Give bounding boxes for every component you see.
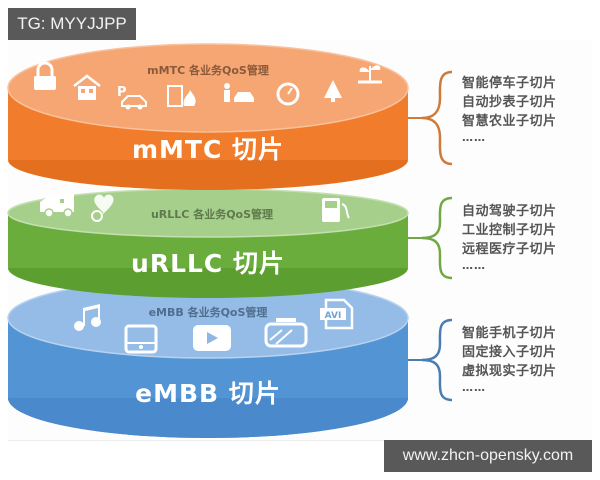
urllc-subtitle: uRLLC 各业务QoS管理 [150,208,274,221]
urllc-brace [421,196,453,280]
vr-headset-icon [264,318,308,348]
trees-icon [324,80,342,102]
lock-icon [34,61,56,90]
person-car-icon [224,83,254,102]
ambulance-icon [40,194,74,218]
mmtc-disc: P [7,43,409,190]
urllc-title: uRLLC 切片 [131,249,285,278]
embb-title: eMBB 切片 [135,379,281,408]
urllc-sub-slice-list: 自动驾驶子切片 工业控制子切片 远程医疗子切片 …… [462,202,557,273]
mmtc-subtitle: mMTC 各业务QoS管理 [147,64,269,77]
urllc-disc [7,188,409,298]
house-icon [73,74,101,100]
mmtc-sub-slice-list: 智能停车子切片 自动抄表子切片 智慧农业子切片 …… [462,74,557,145]
embb-sub-slice-list: 智能手机子切片 固定接入子切片 虚拟现实子切片 …… [462,324,557,395]
svg-text:P: P [117,85,127,100]
parking-car-icon: P [117,85,147,110]
svg-text:AVI: AVI [325,311,342,321]
list-item: 自动抄表子切片 [462,95,557,110]
embb-subtitle: eMBB 各业务QoS管理 [148,306,268,319]
watermark-bottom-right: www.zhcn-opensky.com [384,440,592,472]
list-item: 固定接入子切片 [462,345,557,360]
mmtc-brace [421,70,453,166]
mmtc-title: mMTC 切片 [131,135,285,164]
list-item-ellipsis: …… [462,259,486,272]
list-item: 智慧农业子切片 [462,114,557,129]
list-item: 虚拟现实子切片 [462,364,557,379]
plant-icon [358,65,382,84]
gauge-icon [276,82,300,106]
list-item-ellipsis: …… [462,381,486,394]
building-fire-icon [167,85,196,107]
embb-disc: AVI [7,277,409,438]
video-play-icon [193,325,231,351]
charging-station-icon [322,198,350,222]
list-item: 智能停车子切片 [462,76,557,91]
music-note-icon [74,304,101,331]
list-item: 远程医疗子切片 [462,242,557,257]
list-item-ellipsis: …… [462,131,486,144]
list-item: 工业控制子切片 [462,223,557,238]
watermark-top-left: TG: MYYJJPP [8,8,136,40]
embb-brace [421,318,453,402]
avi-file-icon: AVI [320,298,354,330]
list-item: 智能手机子切片 [462,326,557,341]
media-player-icon [124,324,158,354]
list-item: 自动驾驶子切片 [462,204,557,219]
heart-health-icon [91,194,114,222]
